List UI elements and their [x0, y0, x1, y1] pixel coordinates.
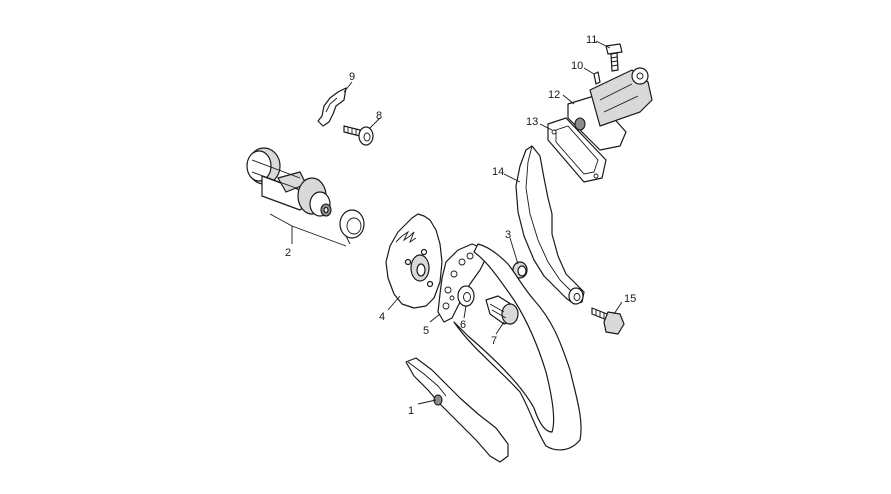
part-8-bolt — [343, 125, 374, 146]
callout-7: 7 — [491, 335, 497, 347]
part-4-sprocket — [385, 213, 443, 309]
part-13-gasket — [547, 117, 607, 183]
callout-4: 4 — [379, 311, 385, 323]
part-9-bracket — [317, 87, 347, 127]
callout-11: 11 — [586, 34, 597, 46]
part-14-tensioner-arm — [515, 145, 585, 305]
callout-10: 10 — [571, 60, 583, 72]
callout-5: 5 — [423, 325, 429, 337]
part-6-washer — [457, 285, 475, 307]
part-12-tensioner-body — [567, 67, 653, 151]
callout-labels: 9 8 11 10 12 13 14 3 2 4 5 6 7 15 1 — [285, 34, 636, 417]
callout-13: 13 — [526, 116, 538, 128]
part-3-spacer — [512, 261, 528, 279]
callout-6: 6 — [460, 319, 466, 331]
callout-14: 14 — [492, 166, 504, 178]
callout-3: 3 — [505, 229, 511, 241]
callout-1: 1 — [408, 405, 414, 417]
part-11-bolt — [605, 43, 623, 72]
callout-2: 2 — [285, 247, 291, 259]
part-10-pin — [593, 71, 601, 85]
callout-15: 15 — [624, 293, 636, 305]
callout-12: 12 — [548, 89, 560, 101]
timing-chain — [453, 243, 582, 451]
part-1-chain-guide — [405, 357, 509, 463]
callout-8: 8 — [376, 110, 382, 122]
callout-9: 9 — [349, 71, 355, 83]
part-2-camshaft — [246, 147, 365, 247]
part-15-pivot-bolt — [591, 307, 625, 335]
part-7-sprocket-bolt — [485, 295, 519, 325]
leader-lines — [343, 40, 623, 405]
